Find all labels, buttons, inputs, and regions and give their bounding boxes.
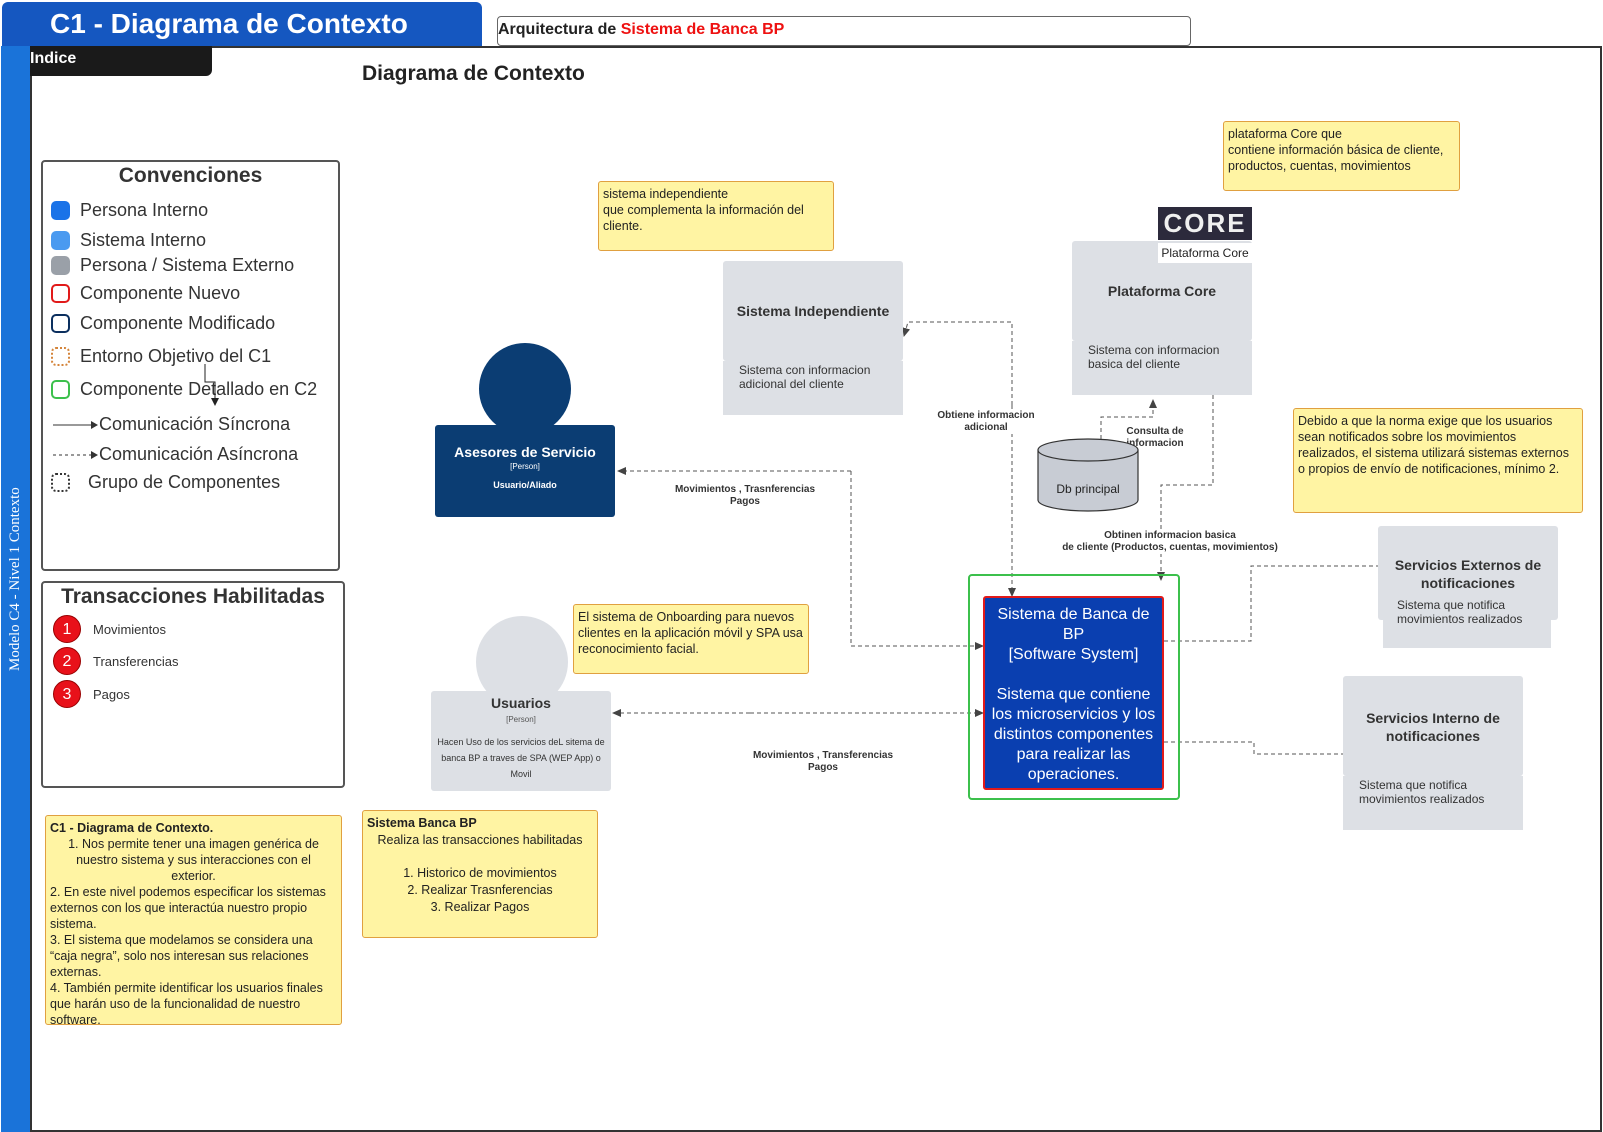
async-arrow-icon [53,450,98,459]
asesores-node[interactable]: Asesores de Servicio [Person] Usuario/Al… [435,425,615,517]
core-note: plataforma Core que contiene información… [1223,121,1460,191]
banca-note: Sistema Banca BP Realiza las transaccion… [362,810,598,938]
legend-item: Componente Modificado [51,313,275,334]
notificaciones-note: Debido a que la norma exige que los usua… [1293,408,1583,513]
db-cylinder-icon[interactable] [1036,438,1140,514]
int-notif-node[interactable]: Servicios Interno de notificaciones [1343,676,1523,776]
independiente-desc: Sistema con informacion adicional del cl… [723,361,903,415]
legend-item: Comunicación Síncrona [51,414,290,435]
system-name: Sistema de Banca BP [620,21,785,38]
legend-item: Componente Detallado en C2 [51,379,317,400]
swatch-detallado [51,380,70,399]
legend-item: Persona / Sistema Externo [51,255,294,276]
ext-notif-desc: Sistema que notifica movimientos realiza… [1383,596,1551,648]
swatch-modificado [51,314,70,333]
edge-label-core: Obtinen informacion basica de cliente (P… [1050,530,1290,554]
legend-item: Comunicación Asíncrona [51,444,298,465]
swatch-sistema-interno [51,231,70,250]
edge-label-asesores: Movimientos , Trasnferencias Pagos [674,484,816,507]
onboarding-note: El sistema de Onboarding para nuevos cli… [573,604,809,674]
swatch-persona-interno [51,201,70,220]
core-logo-caption: Plataforma Core [1158,243,1252,263]
legend-item: Persona Interno [51,200,208,221]
architecture-prefix: Arquitectura de [498,21,621,38]
legend-panel: Convenciones Persona Interno Sistema Int… [41,160,340,571]
diagram-title: Diagrama de Contexto [362,62,585,85]
sync-arrow-icon [53,420,98,429]
legend-item: Grupo de Componentes [51,472,280,493]
page-title: C1 - Diagrama de Contexto [2,2,482,46]
swatch-grupo [51,473,70,492]
c2-detail-frame [968,574,1180,800]
swatch-entorno [51,347,70,366]
legend-item: Sistema Interno [51,230,206,251]
edge-label-db: Consulta de informacion [1126,426,1184,449]
int-notif-desc: Sistema que notifica movimientos realiza… [1343,776,1523,830]
edge-label-usuarios: Movimientos , Transferencias Pagos [752,750,894,773]
stray-arrow-icon [204,364,219,406]
legend-item: Componente Nuevo [51,283,240,304]
independiente-node[interactable]: Sistema Independiente [723,261,903,361]
architecture-label: Arquitectura de Sistema de Banca BP [497,16,1191,46]
side-band [1,46,32,1132]
core-logo: CORE [1158,207,1252,240]
swatch-externo [51,256,70,275]
legend-item: Entorno Objetivo del C1 [51,346,271,367]
banca-node[interactable]: Sistema de Banca de BP [Software System]… [983,596,1164,790]
core-desc: Sistema con informacion basica del clien… [1072,341,1252,395]
asesores-head [479,343,571,435]
independiente-note: sistema independiente que complementa la… [598,181,834,251]
edge-label-independiente: Obtiene informacion adicional [921,410,1051,434]
swatch-nuevo [51,284,70,303]
indice-button[interactable]: Indice [30,46,212,76]
legend-title: Convenciones [118,164,263,187]
transactions-title: Transacciones Habilitadas [61,585,325,608]
c1-note: C1 - Diagrama de Contexto. 1. Nos permit… [45,815,342,1027]
usuarios-node[interactable]: Usuarios [Person] Hacen Uso de los servi… [431,691,611,791]
db-label: Db principal [1056,482,1120,496]
